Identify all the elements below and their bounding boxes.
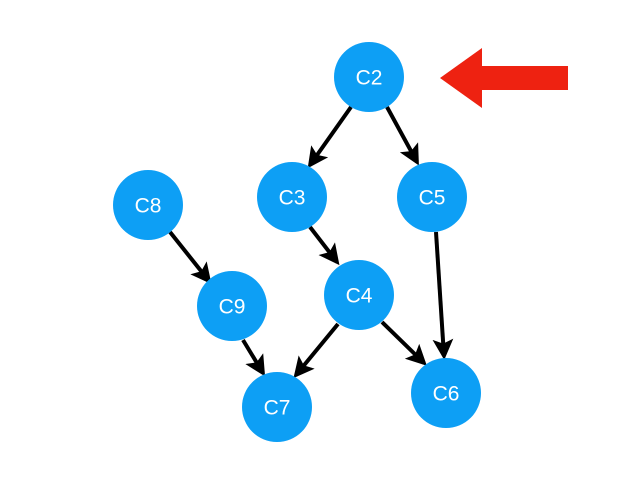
node-c2-label: C2	[356, 67, 383, 90]
node-c4-label: C4	[346, 285, 373, 308]
node-c2-circle[interactable]	[334, 42, 404, 112]
node-c6-label: C6	[433, 383, 460, 406]
node-c6[interactable]: C6	[411, 358, 481, 428]
node-layer: C2 C8 C3 C5 C9 C4	[113, 42, 481, 442]
node-c7[interactable]: C7	[242, 372, 312, 442]
node-c3[interactable]: C3	[257, 162, 327, 232]
node-c5-label: C5	[419, 187, 446, 210]
node-c3-label: C3	[279, 187, 306, 210]
node-c8[interactable]: C8	[113, 170, 183, 240]
node-c3-circle[interactable]	[257, 162, 327, 232]
edge-c2-c3	[307, 105, 353, 169]
node-c7-label: C7	[264, 397, 291, 420]
node-c9-circle[interactable]	[197, 271, 267, 341]
edge-c2-c5	[385, 106, 419, 166]
edge-c3-c4	[308, 225, 340, 266]
edge-c5-c6	[432, 231, 454, 360]
edge-c9-c7	[241, 338, 266, 377]
node-c7-circle[interactable]	[242, 372, 312, 442]
node-c2[interactable]: C2	[334, 42, 404, 112]
node-c4[interactable]: C4	[324, 260, 394, 330]
edge-c8-c9	[168, 230, 212, 285]
node-c8-circle[interactable]	[113, 170, 183, 240]
edge-c4-c6	[380, 320, 427, 366]
edge-c4-c7	[293, 322, 340, 379]
node-c6-circle[interactable]	[411, 358, 481, 428]
node-c9-label: C9	[219, 296, 246, 319]
node-c5[interactable]: C5	[397, 162, 467, 232]
edge-layer	[168, 105, 454, 379]
red-pointer-annotation	[440, 48, 568, 108]
node-c5-circle[interactable]	[397, 162, 467, 232]
left-arrow-icon	[440, 48, 568, 108]
node-c8-label: C8	[135, 195, 162, 218]
node-c4-circle[interactable]	[324, 260, 394, 330]
node-c9[interactable]: C9	[197, 271, 267, 341]
